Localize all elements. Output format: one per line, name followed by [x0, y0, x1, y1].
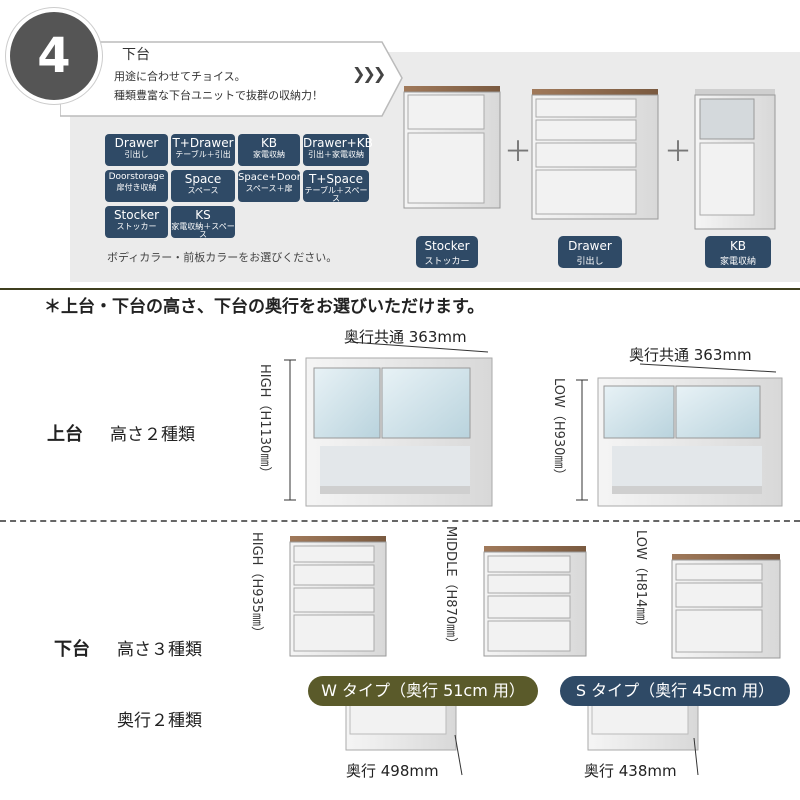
- s-type-depth-dimension: 奥行 438mm: [584, 762, 677, 780]
- lower-middle-height-label: MIDDLE（H870㎜）: [443, 526, 458, 651]
- kb-cabinet-image: [694, 89, 776, 230]
- step-number-badge: 4: [6, 8, 102, 104]
- w-type-depth-image: [345, 699, 463, 776]
- lower-unit-label: 下台: [54, 639, 90, 660]
- upper-high-cabinet-image: [284, 341, 493, 507]
- lower-low-height-label: LOW（H814㎜）: [633, 530, 648, 634]
- upper-low-depth-dimension: 奥行共通 363mm: [629, 346, 752, 364]
- depth-variants: 奥行２種類: [117, 711, 202, 731]
- upper-unit-label: 上台: [47, 424, 83, 445]
- banner-line-1: 用途に合わせてチョイス。: [114, 70, 246, 83]
- upper-low-height-label: LOW（H930㎜）: [551, 378, 566, 482]
- selection-headline: ＊上台・下台の高さ、下台の奥行をお選びいただけます。: [44, 297, 485, 317]
- section-divider: [0, 288, 800, 290]
- banner-shape: [60, 41, 403, 117]
- step-number: 4: [37, 28, 71, 84]
- upper-low-cabinet-image: [576, 363, 783, 507]
- upper-high-depth-dimension: 奥行共通 363mm: [344, 328, 467, 346]
- lower-high-cabinet-image: [289, 536, 387, 657]
- plus-icon: ＋: [664, 135, 693, 168]
- drawer-cabinet-image: [531, 89, 659, 220]
- lower-height-variants: 高さ３種類: [117, 640, 202, 660]
- lower-middle-cabinet-image: [483, 546, 587, 657]
- dashed-divider: [0, 520, 800, 522]
- banner-line-2: 種類豊富な下台ユニットで抜群の収納力！: [114, 89, 323, 102]
- lower-high-height-label: HIGH（H935㎜）: [249, 532, 264, 640]
- w-type-depth-dimension: 奥行 498mm: [346, 762, 439, 780]
- s-type-badge: S タイプ（奥行 45cm 用）: [560, 676, 790, 706]
- color-hint-text: ボディカラー・前板カラーをお選びください。: [107, 251, 338, 264]
- lower-low-cabinet-image: [671, 554, 781, 659]
- chevron-right-icon: ❯❯❯: [352, 64, 386, 83]
- plus-icon: ＋: [504, 135, 533, 168]
- upper-high-height-label: HIGH（H1130㎜）: [257, 364, 272, 480]
- lower-unit-banner: 下台 用途に合わせてチョイス。 種類豊富な下台ユニットで抜群の収納力！ ❯❯❯: [60, 38, 403, 118]
- upper-height-variants: 高さ２種類: [110, 425, 195, 445]
- stocker-cabinet-image: [403, 86, 501, 209]
- banner-title: 下台: [122, 47, 150, 63]
- w-type-badge: W タイプ（奥行 51cm 用）: [308, 676, 538, 706]
